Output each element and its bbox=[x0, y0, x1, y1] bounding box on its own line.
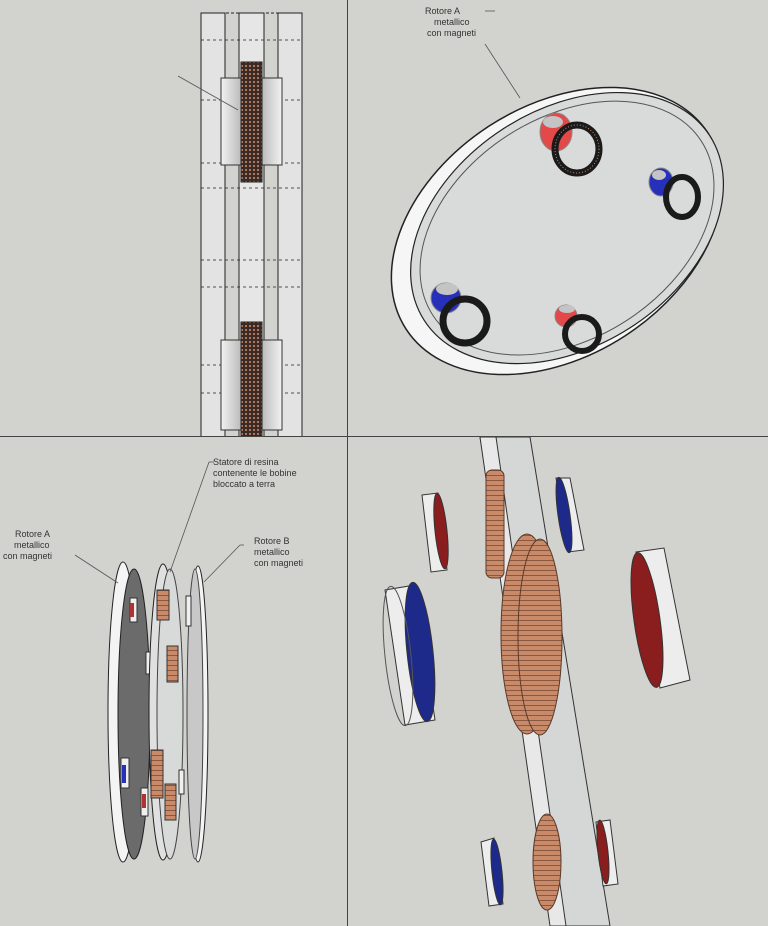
rotor-b-label: Rotore B metallico con magneti bbox=[254, 536, 303, 568]
rotor-a-label-top: Rotore A metallico con magneti bbox=[425, 6, 476, 38]
coil-stack-lower bbox=[240, 321, 263, 436]
rotor-a-label: Rotore A metallico con magneti bbox=[3, 529, 52, 561]
coil-stack-upper bbox=[240, 61, 263, 183]
magnet-red-small bbox=[421, 492, 449, 573]
magnet-red-bottom-closeup bbox=[595, 819, 619, 887]
magnet-red-large bbox=[630, 547, 691, 689]
magnet-blue-small bbox=[555, 476, 585, 554]
magnet-blue-bottom bbox=[480, 837, 504, 907]
assembly-view: Rotore A metallico con magneti Statore d… bbox=[3, 457, 303, 863]
coil-top bbox=[551, 121, 603, 177]
stator-disc-assembly bbox=[148, 563, 185, 861]
magnet-red-top bbox=[539, 112, 573, 152]
side-view bbox=[177, 12, 303, 436]
rotor-b-disc-assembly bbox=[185, 565, 209, 863]
magnet-blue-large bbox=[382, 581, 436, 727]
coil-right bbox=[663, 174, 701, 220]
coil-upper-closeup bbox=[485, 469, 505, 579]
rotor-a-disc-assembly bbox=[107, 561, 153, 863]
rotor-a-disc-face bbox=[410, 91, 725, 365]
coil-main-closeup bbox=[500, 533, 563, 736]
coil-bottom bbox=[562, 314, 602, 354]
stator-label: Statore di resina contenente le bobine b… bbox=[213, 457, 299, 489]
rotor-view: Rotore A metallico con magneti bbox=[390, 6, 725, 376]
coil-left bbox=[439, 295, 491, 347]
closeup-view bbox=[382, 437, 691, 926]
coil-lower-closeup bbox=[532, 813, 562, 911]
